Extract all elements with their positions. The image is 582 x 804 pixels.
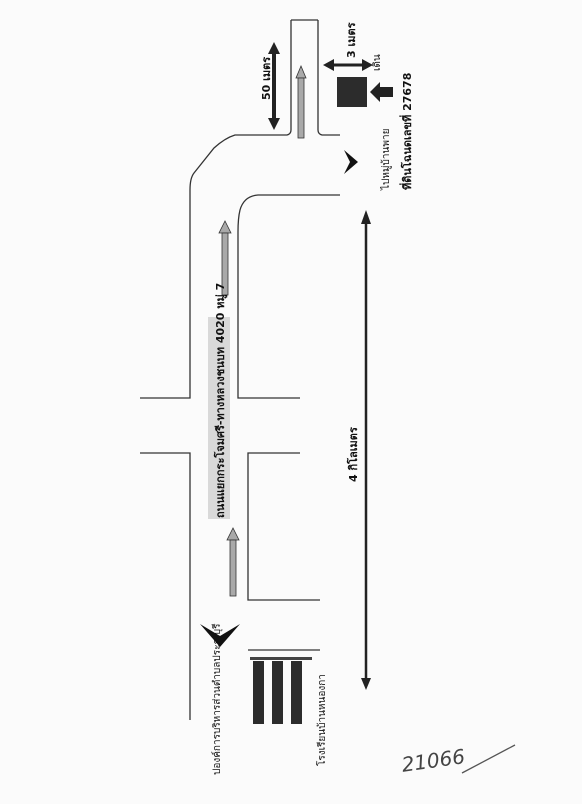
school-label: โรงเรียนบ้านหนองกา (315, 674, 328, 766)
to-village-label: ไปหมู่บ้านพาย (380, 129, 392, 191)
handwritten-stroke (461, 744, 516, 774)
road-left-edge-upper (140, 20, 292, 399)
distance-3m-label: 3 เมตร (345, 22, 358, 58)
road-name-label: ถนนแยกกระโจมศรี-ทางหลวงชนบท 4020 หมู่ 7 (213, 283, 228, 518)
road-name-highlight (208, 317, 230, 519)
up-arrow-icon (295, 64, 307, 139)
chevron-right-icon (344, 150, 358, 174)
road-right-edge-upper-2 (237, 194, 340, 399)
distance-50m-label: 50 เมตร (260, 57, 273, 100)
road-outline (140, 19, 340, 720)
sao-office-label: ปองค์การบริหารส่วนตำบลประณบุรี (211, 623, 223, 775)
handwritten-number: 21066 (400, 744, 466, 777)
measure-50m: 50 เมตร (260, 42, 280, 130)
land-deed-label: ที่ดินโฉนดเลขที่ 27678 (399, 73, 414, 190)
up-arrow-icon (218, 220, 232, 296)
up-arrow-icon (226, 527, 240, 597)
chevron-down-icon (200, 624, 240, 647)
measure-4km: 4 กิโลเมตร (346, 210, 371, 690)
road-left-edge-lower (140, 452, 191, 720)
direction-arrows (218, 64, 307, 597)
land-plot-marker (337, 77, 367, 107)
walk-label: เดิน (372, 54, 383, 71)
road-right-edge-upper (317, 20, 340, 136)
measure-3m: 3 เมตร (323, 22, 373, 71)
distance-4km-label: 4 กิโลเมตร (346, 427, 360, 482)
school-building-icon (250, 657, 312, 724)
left-arrow-icon (370, 82, 393, 102)
road-right-edge-lower (247, 452, 320, 601)
